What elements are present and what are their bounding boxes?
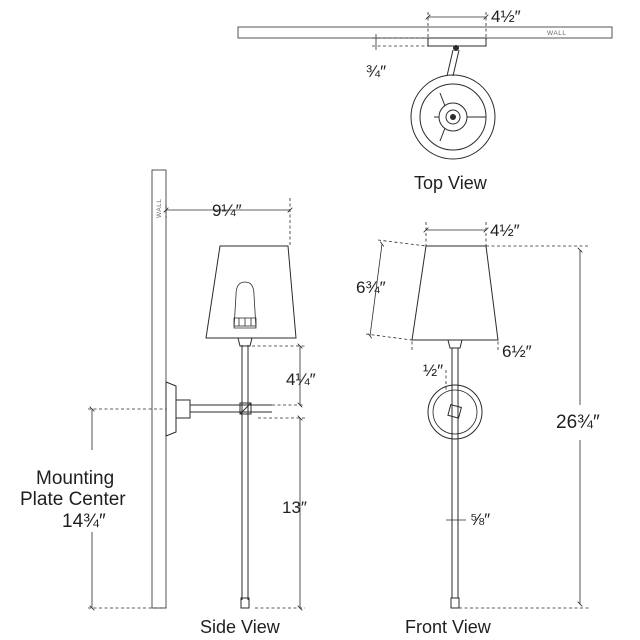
side-view-wall-label: WALL bbox=[156, 199, 163, 218]
front-view-title: Front View bbox=[405, 617, 492, 637]
front-stem-label: ⅝″ bbox=[470, 510, 490, 529]
top-width-label: 4½″ bbox=[491, 7, 521, 26]
front-top-width-label: 4½″ bbox=[490, 221, 520, 240]
front-view-shade bbox=[411, 245, 499, 341]
side-arm-label: 4¼″ bbox=[286, 370, 316, 389]
mounting-value: 14¾″ bbox=[62, 511, 106, 532]
mounting-label-line2: Plate Center bbox=[20, 489, 126, 510]
top-view-pivot bbox=[453, 45, 459, 51]
mounting-label-line1: Mounting bbox=[36, 468, 114, 489]
front-arm-label: ½″ bbox=[423, 361, 443, 380]
top-view-plate bbox=[427, 37, 487, 47]
side-extension-label: 9¼″ bbox=[212, 201, 242, 220]
top-view-wall bbox=[237, 26, 613, 39]
front-overall-label: 26¾″ bbox=[556, 412, 600, 433]
front-view-backplate bbox=[427, 384, 483, 440]
front-bottom-width-label: 6½″ bbox=[502, 342, 532, 361]
side-view-wall bbox=[151, 169, 167, 609]
top-view-shade bbox=[410, 74, 496, 160]
front-shade-height-label: 6¾″ bbox=[356, 278, 386, 297]
side-view-shade bbox=[205, 245, 297, 339]
top-view-title: Top View bbox=[414, 173, 488, 193]
side-lower-label: 13″ bbox=[282, 498, 307, 517]
top-view-wall-label: WALL bbox=[547, 30, 566, 37]
top-depth-label: ¾″ bbox=[366, 62, 386, 81]
side-view: WALL 9¼″ 4¼″ 13″ bbox=[20, 169, 316, 637]
side-view-title: Side View bbox=[200, 617, 281, 637]
front-view: 4½″ 6¾″ 6½″ ½″ ⅝″ 26¾″ Front View bbox=[356, 221, 600, 637]
top-view: WALL 4½″ ¾″ Top View bbox=[237, 7, 613, 193]
